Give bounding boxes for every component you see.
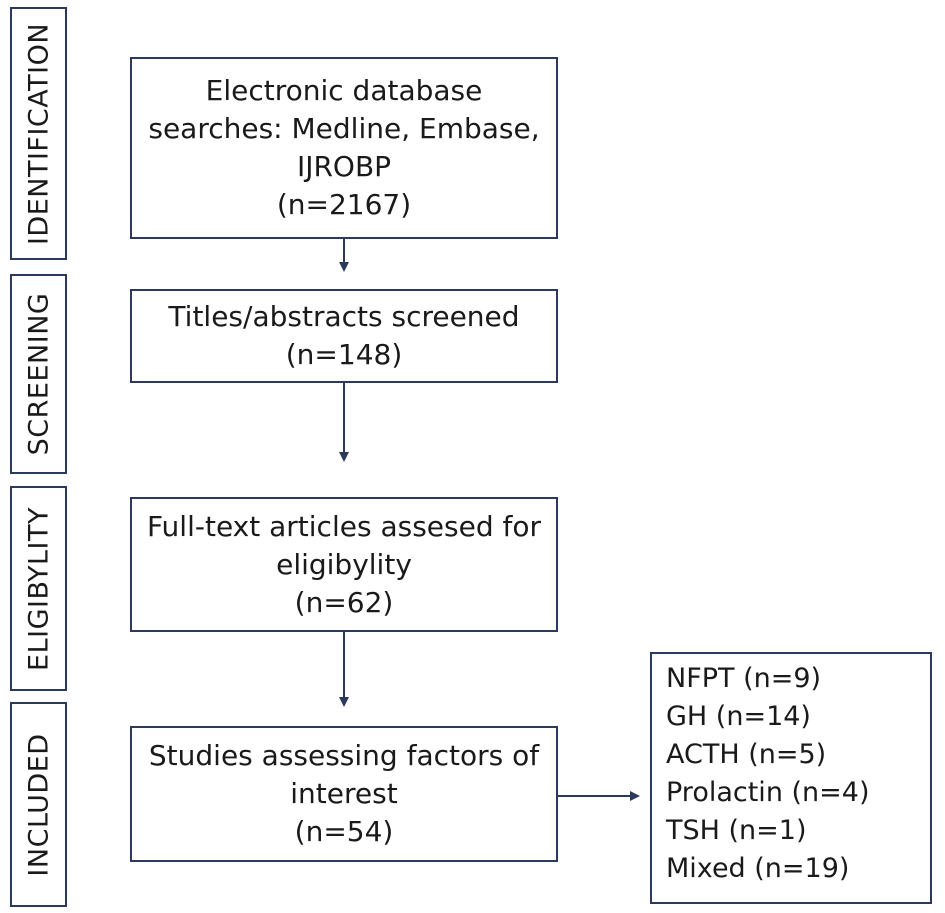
breakdown-item: Mixed (n=19) <box>666 853 850 884</box>
identification-box: Electronic database searches: Medline, E… <box>130 57 558 239</box>
box-line: searches: Medline, Embase, <box>148 112 540 145</box>
stage-label-included: INCLUDED <box>10 702 67 907</box>
box-line: (n=62) <box>294 585 394 619</box>
stage-label-eligibility: ELIGIBYLITY <box>10 486 67 691</box>
breakdown-item: GH (n=14) <box>666 701 811 732</box>
tumor-type-breakdown-box: NFPT (n=9) GH (n=14) ACTH (n=5) Prolacti… <box>650 652 932 904</box>
screening-box: Titles/abstracts screened (n=148) <box>130 289 558 383</box>
box-line: Studies assessing factors of <box>148 739 540 772</box>
breakdown-item: Prolactin (n=4) <box>666 777 870 808</box>
box-line: Electronic database <box>205 74 483 107</box>
box-line: Titles/abstracts screened <box>168 300 520 333</box>
box-line: (n=2167) <box>276 188 412 221</box>
breakdown-item: TSH (n=1) <box>666 815 807 846</box>
stage-label-identification: IDENTIFICATION <box>10 7 67 260</box>
stage-label-screening: SCREENING <box>10 274 67 474</box>
box-line: (n=54) <box>294 815 394 848</box>
box-line: eligibylity <box>276 547 412 581</box>
box-line: interest <box>290 777 398 810</box>
included-box: Studies assessing factors of interest (n… <box>130 726 558 862</box>
box-line: (n=148) <box>285 338 403 371</box>
box-line: Full-text articles assesed for <box>146 509 541 543</box>
box-line: IJROBP <box>296 150 392 183</box>
eligibility-box: Full-text articles assesed for eligibyli… <box>130 497 558 632</box>
breakdown-item: ACTH (n=5) <box>666 739 827 770</box>
breakdown-item: NFPT (n=9) <box>666 663 822 694</box>
